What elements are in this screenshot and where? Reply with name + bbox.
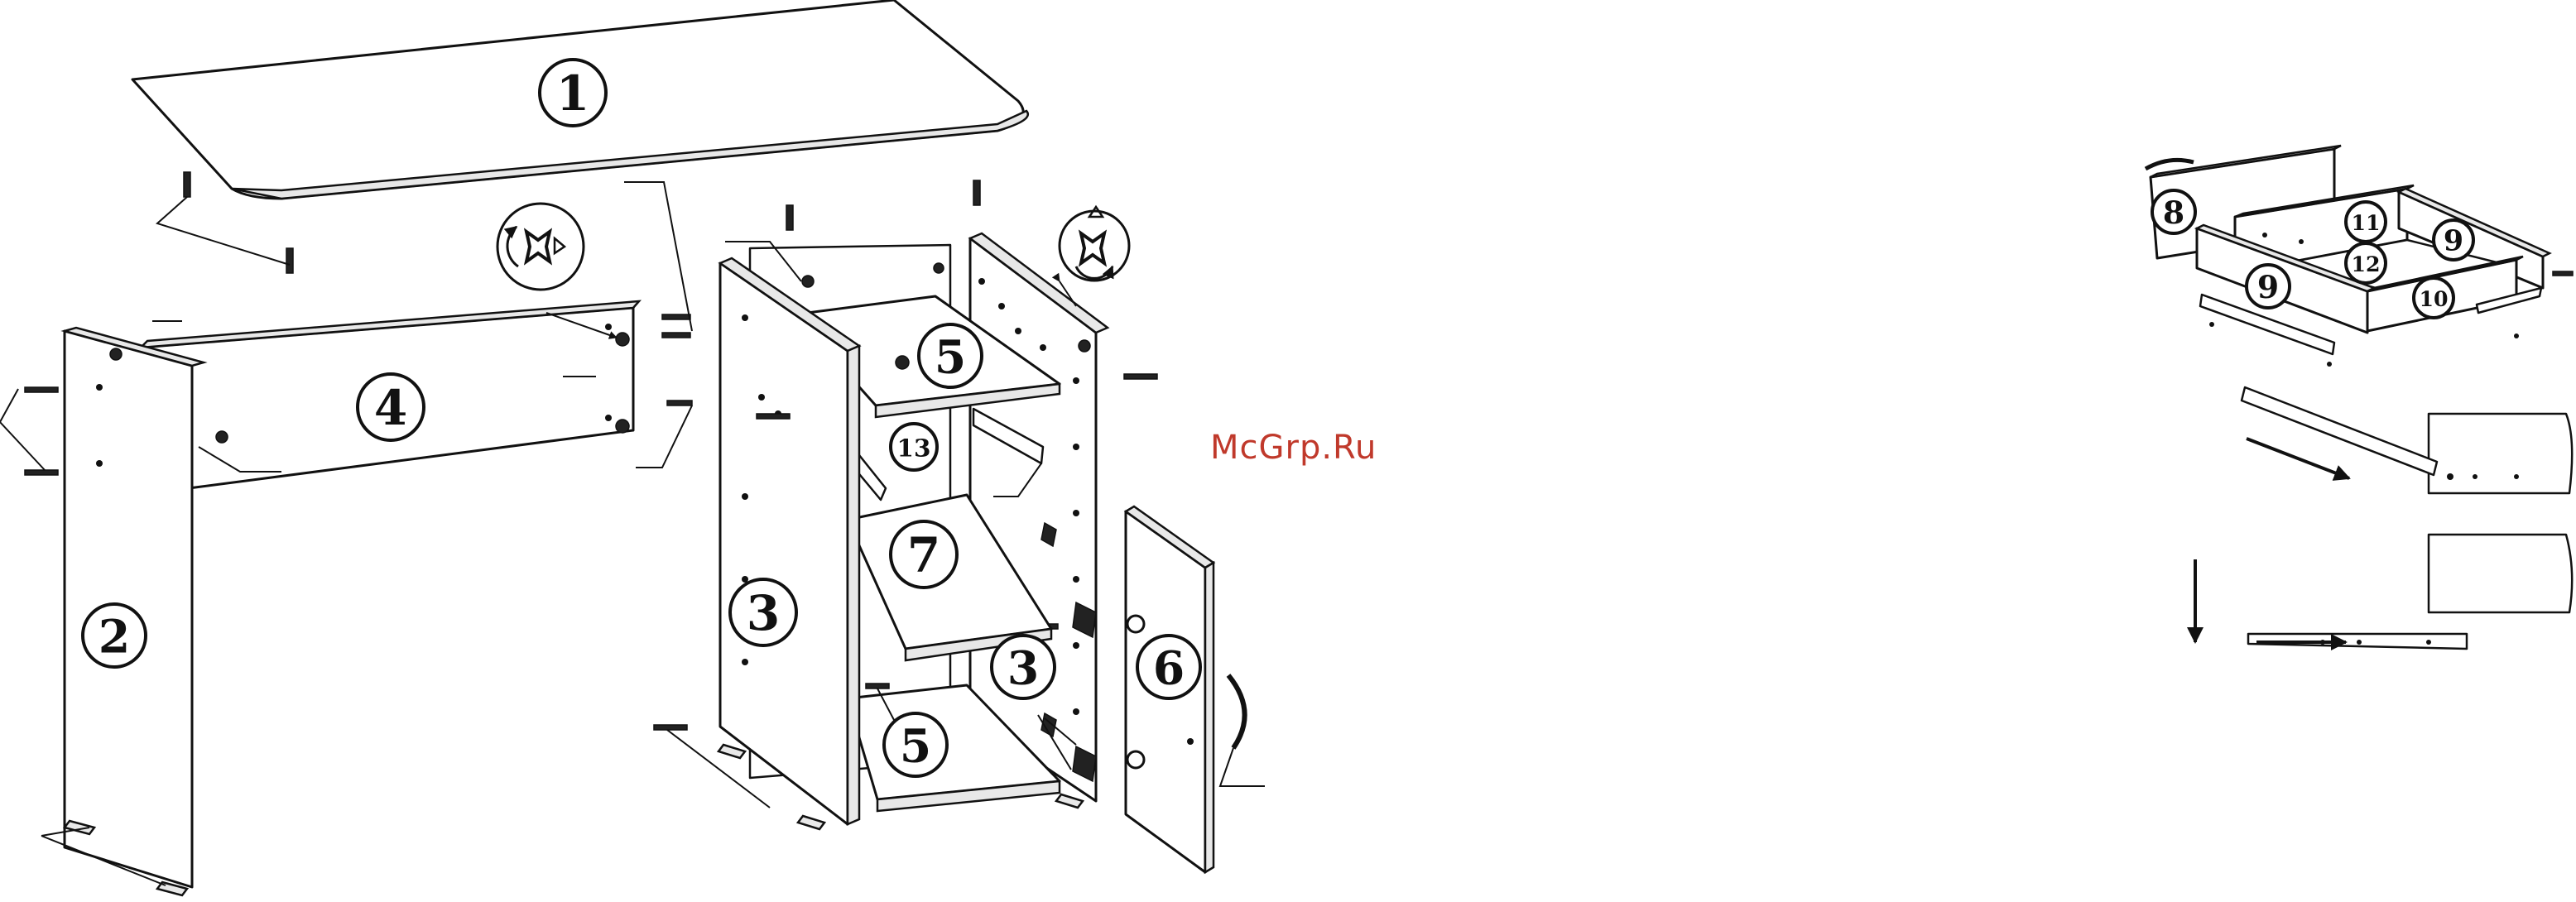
part-badge-label: 10	[2419, 286, 2448, 311]
part-badge-12: 12	[2346, 243, 2386, 283]
part-badge-label: 1	[556, 65, 589, 122]
part-badge-label: 6	[1153, 641, 1185, 695]
part-badge-8: 8	[2152, 190, 2195, 233]
rotate-lock-symbol-icon	[497, 204, 584, 290]
part-badge-3: 3	[730, 579, 796, 645]
lock-arrow-symbol-icon	[1060, 207, 1129, 281]
part-badge-2: 2	[83, 604, 146, 667]
part-badge-9: 9	[2434, 220, 2473, 260]
part-badge-label: 5	[900, 719, 931, 773]
arrow-diagonal-icon	[2247, 439, 2349, 478]
part-badge-5: 5	[919, 324, 982, 387]
door-handle-icon	[1220, 675, 1265, 786]
part-badge-10: 10	[2414, 278, 2453, 318]
part-badge-label: 9	[2257, 269, 2279, 305]
part-badge-label: 8	[2163, 194, 2184, 231]
part-badge-9: 9	[2247, 265, 2290, 308]
slide-detail-bottom	[2248, 535, 2572, 649]
part-badge-1: 1	[540, 60, 606, 126]
part-badge-label: 13	[897, 434, 931, 463]
part-badge-3: 3	[992, 636, 1055, 698]
part-badge-label: 5	[935, 330, 966, 384]
slide-detail-top	[2242, 387, 2572, 493]
part-badge-label: 3	[1007, 641, 1039, 695]
part-badge-label: 7	[907, 527, 940, 583]
part-badge-label: 11	[2351, 210, 2380, 235]
part-badge-11: 11	[2346, 202, 2386, 242]
part-badge-6: 6	[1137, 636, 1200, 698]
part-badge-13: 13	[891, 424, 937, 470]
part-badge-label: 12	[2351, 252, 2380, 276]
part-badge-label: 4	[374, 380, 407, 436]
part-badge-label: 2	[99, 610, 130, 664]
part-badge-5: 5	[884, 713, 947, 776]
watermark-text: McGrp.Ru	[1210, 429, 1377, 467]
part-badge-4: 4	[358, 374, 424, 440]
part-badge-7: 7	[891, 521, 957, 588]
part-badge-label: 3	[747, 585, 780, 641]
part-badge-label: 9	[2444, 224, 2463, 258]
